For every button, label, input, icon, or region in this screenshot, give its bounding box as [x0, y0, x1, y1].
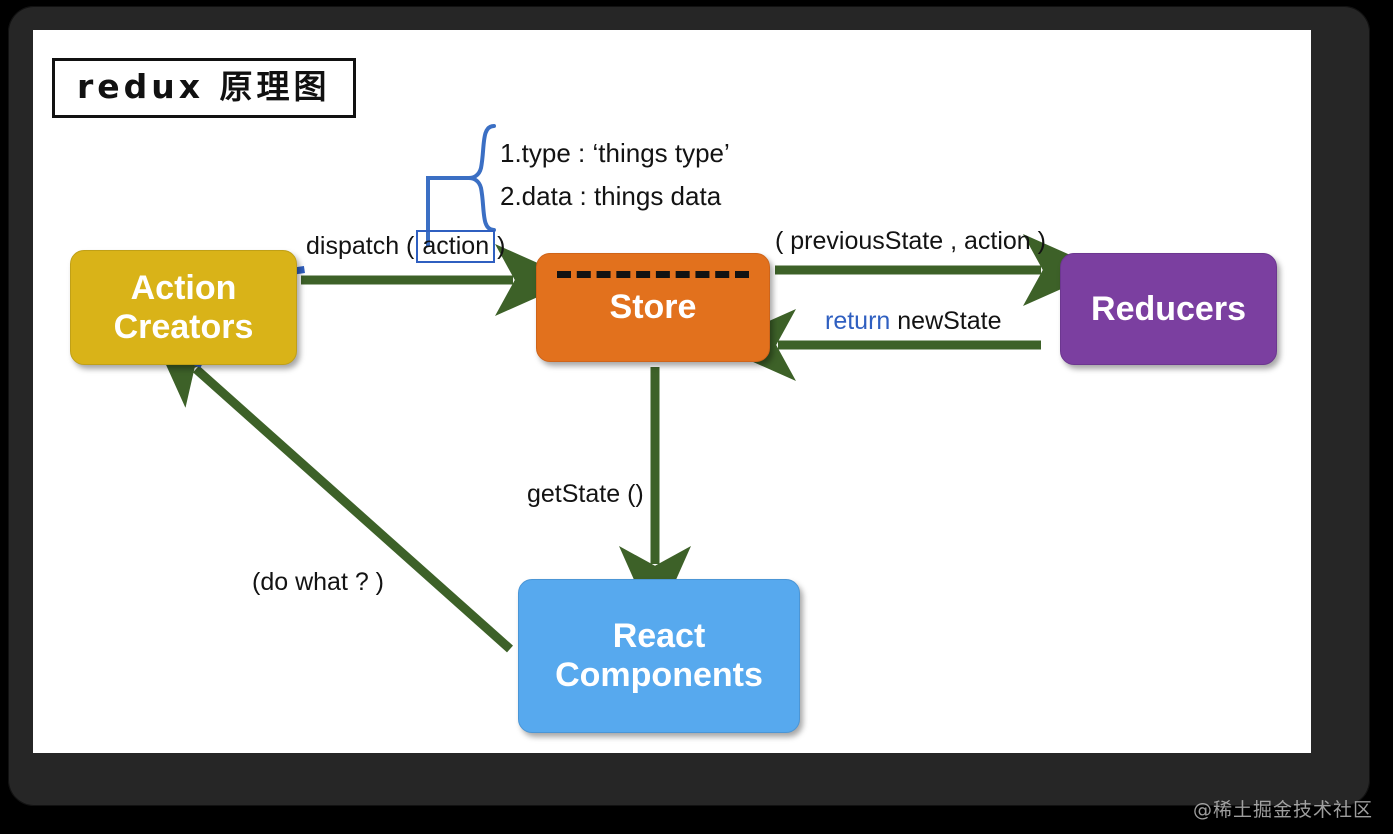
annotation-type-line: 1.type : ‘things type’: [500, 138, 730, 168]
node-reducers[interactable]: Reducers: [1060, 253, 1277, 365]
dispatch-prefix: dispatch (: [306, 232, 415, 260]
node-store-label: Store: [609, 288, 697, 327]
label-do-what: (do what ? ): [252, 568, 385, 596]
label-previous-state: ( previousState , action ): [775, 227, 1046, 255]
node-store[interactable]: Store: [536, 253, 770, 362]
return-keyword: return: [825, 307, 891, 335]
diagram-canvas: redux 原理图 1.type : ‘things type’ 2.data …: [33, 30, 1311, 753]
node-react-components-line2: Components: [555, 656, 763, 694]
brace-bracket: [426, 124, 496, 246]
node-action-creators[interactable]: Action Creators: [70, 250, 297, 365]
node-react-components-line1: React: [612, 617, 706, 656]
arrow-do-what: [148, 327, 513, 653]
node-reducers-label: Reducers: [1091, 289, 1246, 328]
node-action-creators-line2: Creators: [113, 307, 254, 346]
return-value: newState: [897, 307, 1002, 335]
label-return-newstate: return newState: [825, 307, 1002, 336]
label-getstate: getState (): [527, 480, 644, 508]
page-title: redux 原理图: [77, 67, 331, 106]
node-action-creators-line1: Action: [130, 268, 237, 307]
label-dispatch: dispatch (action): [306, 230, 505, 263]
dispatch-suffix: ): [497, 232, 506, 260]
action-keyword-box: action: [416, 230, 496, 263]
annotation-data-line: 2.data : things data: [500, 181, 722, 211]
page-title-box: redux 原理图: [52, 58, 356, 119]
store-dashed-line: [557, 271, 749, 278]
node-react-components[interactable]: React Components: [518, 579, 800, 733]
watermark: @稀土掘金技术社区: [1192, 799, 1373, 821]
